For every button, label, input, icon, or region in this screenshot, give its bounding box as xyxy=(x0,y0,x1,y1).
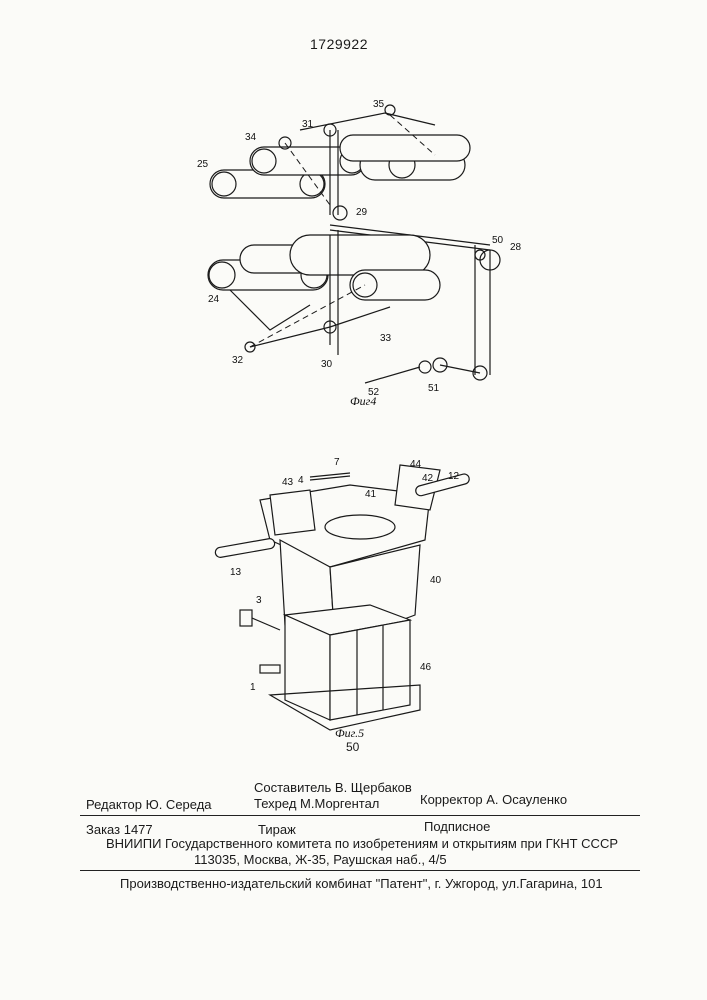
svg-text:41: 41 xyxy=(365,489,377,500)
order-number: Заказ 1477 xyxy=(86,822,153,837)
svg-text:35: 35 xyxy=(373,99,385,110)
svg-text:13: 13 xyxy=(230,567,242,578)
figure-5-drawing: 7 43 4 41 44 42 12 13 40 3 46 1 Фиг.5 xyxy=(210,455,510,755)
svg-text:29: 29 xyxy=(356,207,368,218)
svg-text:43: 43 xyxy=(282,477,294,488)
svg-text:40: 40 xyxy=(430,575,442,586)
divider-top xyxy=(80,815,640,816)
subscription: Подписное xyxy=(424,819,490,834)
svg-text:32: 32 xyxy=(232,355,244,366)
patent-number: 1729922 xyxy=(310,36,368,52)
svg-text:28: 28 xyxy=(510,242,522,253)
svg-text:12: 12 xyxy=(448,471,460,482)
svg-text:50: 50 xyxy=(492,235,504,246)
corrector-credit: Корректор А. Осауленко xyxy=(420,792,567,807)
address-line: 113035, Москва, Ж-35, Раушская наб., 4/5 xyxy=(194,852,447,867)
line-number: 50 xyxy=(346,740,359,754)
svg-text:42: 42 xyxy=(422,473,434,484)
fig4-upper-conveyors xyxy=(210,105,470,220)
svg-text:51: 51 xyxy=(428,383,440,394)
editor-credit: Редактор Ю. Середа xyxy=(86,797,212,812)
vniipi-line: ВНИИПИ Государственного комитета по изоб… xyxy=(106,836,618,851)
svg-text:31: 31 xyxy=(302,119,314,130)
circulation: Тираж xyxy=(258,822,296,837)
svg-text:25: 25 xyxy=(197,159,209,170)
techred-credit: Техред М.Моргентал xyxy=(254,796,379,811)
composer-credit: Составитель В. Щербаков xyxy=(254,780,412,795)
svg-text:Фиг.5: Фиг.5 xyxy=(335,726,364,740)
fig5-boxes xyxy=(270,605,420,730)
svg-text:44: 44 xyxy=(410,459,422,470)
svg-text:3: 3 xyxy=(256,595,262,606)
svg-text:30: 30 xyxy=(321,359,333,370)
svg-text:Фиг4: Фиг4 xyxy=(350,394,376,408)
svg-text:4: 4 xyxy=(298,475,304,486)
divider-bottom xyxy=(80,870,640,871)
svg-text:1: 1 xyxy=(250,682,256,693)
fig4-lower-conveyors xyxy=(208,230,440,355)
svg-text:7: 7 xyxy=(334,457,340,468)
publisher-line: Производственно-издательский комбинат "П… xyxy=(120,876,603,891)
svg-text:24: 24 xyxy=(208,294,220,305)
svg-text:33: 33 xyxy=(380,333,392,344)
svg-text:46: 46 xyxy=(420,662,432,673)
svg-text:34: 34 xyxy=(245,132,257,143)
figure-4-drawing: 35 31 34 25 29 28 50 24 32 30 33 52 51 Ф… xyxy=(190,95,530,415)
